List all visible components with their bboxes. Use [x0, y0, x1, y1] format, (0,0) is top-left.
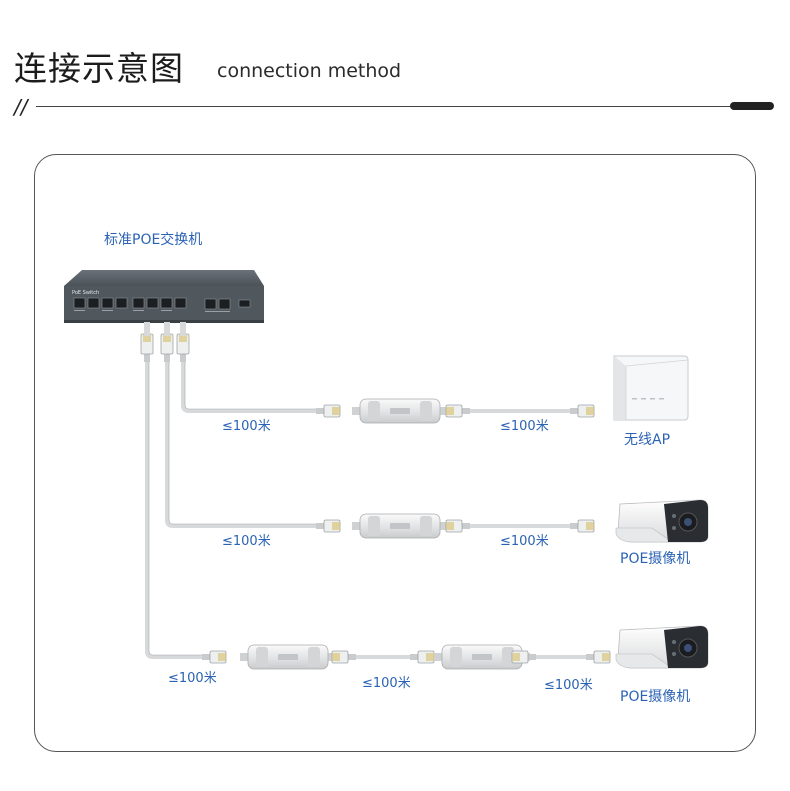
diagram-frame	[34, 154, 756, 752]
device-label-ap: 无线AP	[624, 432, 670, 448]
switch-ports	[73, 297, 251, 310]
page-subtitle: connection method	[217, 60, 402, 82]
distance-label: ≤100米	[544, 678, 593, 693]
wireless-ap	[613, 355, 689, 421]
divider-end-cap	[730, 102, 774, 110]
cable-edges	[148, 360, 322, 656]
distance-label: ≤100米	[500, 534, 549, 549]
poe-switch: PoE Switch	[64, 270, 264, 323]
distance-label: ≤100米	[168, 671, 217, 686]
divider-line	[36, 106, 736, 107]
switch-label: 标准POE交换机	[104, 231, 202, 248]
device-label-camera-1: POE摄像机	[620, 551, 690, 567]
cables	[145, 360, 592, 659]
switch-brand: PoE Switch	[72, 290, 99, 296]
device-label-camera-2: POE摄像机	[620, 689, 690, 705]
page-title: 连接示意图	[14, 49, 184, 88]
distance-label: ≤100米	[222, 419, 271, 434]
distance-label: ≤100米	[500, 419, 549, 434]
divider-mark: //	[14, 95, 28, 119]
distance-label: ≤100米	[362, 676, 411, 691]
distance-label: ≤100米	[222, 534, 271, 549]
